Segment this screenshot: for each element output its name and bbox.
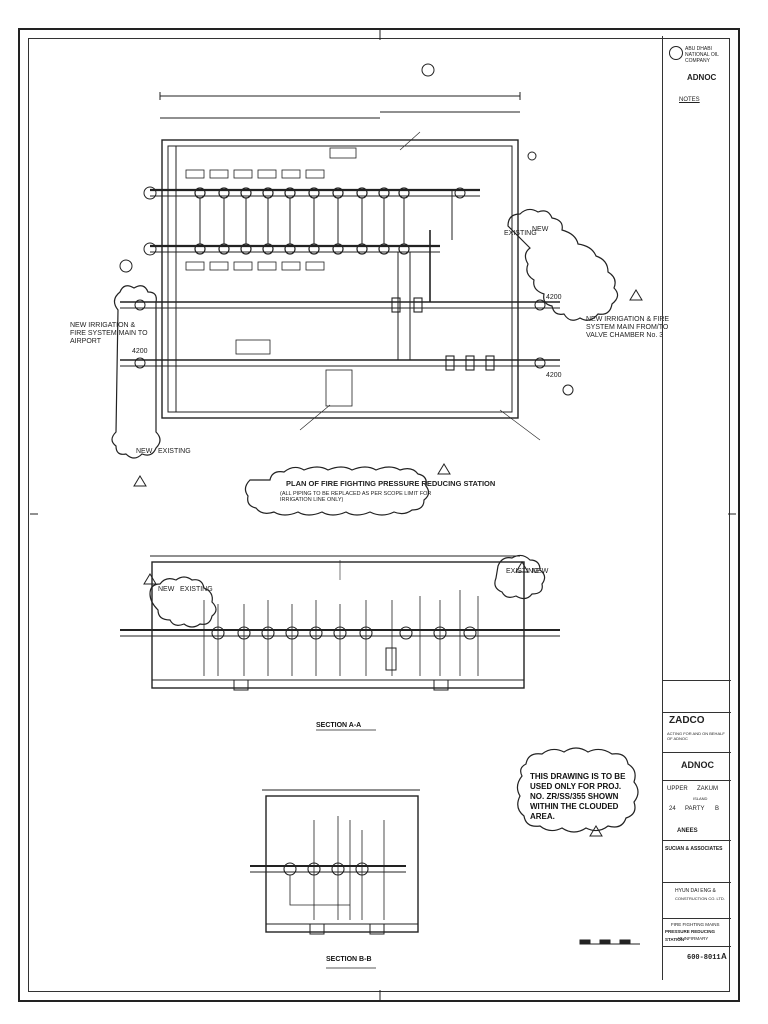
contractor-b-cell: HYUN DAI ENG & CONSTRUCTION CO. LTD.: [663, 882, 731, 910]
contractor-a-cell: SUCIAN & ASSOCIATES: [663, 840, 731, 860]
revision-table: [663, 680, 731, 700]
owner-name: ADNOC: [681, 760, 714, 770]
label-existing-2: EXISTING: [504, 230, 537, 237]
label-existing-1: EXISTING: [158, 448, 191, 455]
contractor-a: SUCIAN & ASSOCIATES: [665, 846, 723, 852]
usage-notice: THIS DRAWING IS TO BE USED ONLY FOR PROJ…: [530, 772, 626, 821]
drawing-number: 600-8011: [687, 954, 721, 962]
field-party: PARTY: [685, 806, 705, 812]
field-upper: UPPER: [667, 786, 688, 792]
contractor-c: CONSTRUCTION CO. LTD.: [675, 896, 725, 901]
consultant-name: ANEES: [677, 828, 698, 834]
drawing-title-2: PRESSURE REDUCING STATION: [665, 929, 716, 942]
plan-note: (ALL PIPING TO BE REPLACED AS PER SCOPE …: [280, 491, 432, 503]
label-size-left: 4200: [132, 348, 148, 355]
label-new-4: NEW: [532, 568, 549, 575]
company-short-name: ADNOC: [687, 73, 717, 82]
label-new-irrigation-right: NEW IRRIGATION & FIRE SYSTEM MAIN FROM/T…: [586, 316, 670, 339]
drawing-title-cell: FIRE FIGHTING MAINS PRESSURE REDUCING ST…: [663, 918, 731, 946]
drawing-revision: A: [721, 952, 727, 961]
label-size-right-top: 4200: [546, 294, 562, 301]
notes-heading: NOTES: [679, 97, 700, 103]
drawing-title-1: FIRE FIGHTING MAINS: [671, 922, 720, 927]
label-existing-3: EXISTING: [180, 586, 213, 593]
owner-cell: ADNOC: [663, 752, 731, 780]
title-block: ABU DHABI NATIONAL OIL COMPANY ADNOC NOT…: [662, 36, 731, 980]
notice-cloud: [516, 747, 639, 833]
section-bb-view: [250, 789, 640, 969]
field-24: 24: [669, 806, 676, 812]
drawing-title-3: AT INFIRMARY: [677, 936, 709, 941]
field-zakum: ZAKUM: [697, 786, 718, 792]
drawing-number-cell: 600-8011 A: [663, 946, 731, 968]
company-full-name: ABU DHABI NATIONAL OIL COMPANY: [685, 46, 719, 64]
label-size-right-bottom: 4200: [546, 372, 562, 379]
label-new-irrigation-left: NEW IRRIGATION & FIRE SYSTEM MAIN TO AIR…: [70, 322, 148, 345]
section-aa-view: [120, 554, 560, 731]
section-bb-caption: SECTION B-B: [326, 956, 372, 963]
client-sub: ACTING FOR AND ON BEHALF OF ADNOC: [667, 731, 725, 741]
company-logo-icon: [669, 46, 683, 60]
plan-view: [111, 63, 643, 516]
label-existing-4: EXISTING: [506, 568, 539, 575]
plan-title: PLAN OF FIRE FIGHTING PRESSURE REDUCING …: [286, 479, 496, 488]
field-b: B: [715, 806, 720, 812]
label-new-1: NEW: [136, 448, 153, 455]
client-cell: ZADCO ACTING FOR AND ON BEHALF OF ADNOC: [663, 712, 731, 752]
location-cell: UPPER ZAKUM ISLAND 24 PARTY B ANEES: [663, 780, 731, 840]
sheet-inner-border: [28, 38, 730, 992]
contractor-b: HYUN DAI ENG &: [675, 888, 716, 894]
section-aa-caption: SECTION A-A: [316, 722, 362, 729]
label-new-3: NEW: [158, 586, 175, 593]
label-new-2: NEW: [532, 226, 549, 233]
client-name: ZADCO: [669, 715, 705, 726]
field-island: ISLAND: [693, 796, 708, 801]
